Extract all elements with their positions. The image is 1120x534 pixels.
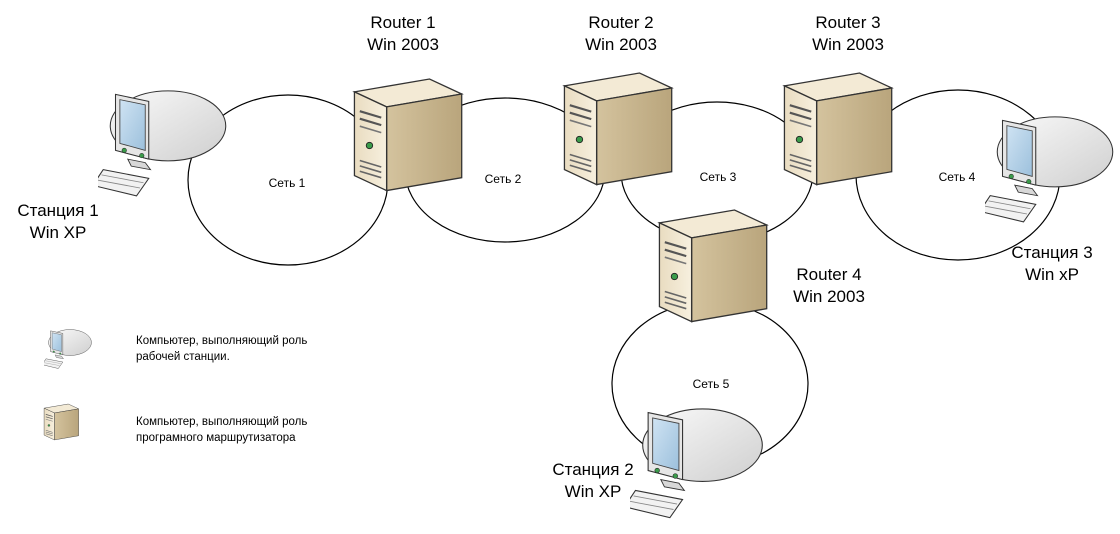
legend-server-icon xyxy=(43,403,80,441)
legend-router-line-2: програмного маршрутизатора xyxy=(136,432,296,444)
router-4-label: Router 4 Win 2003 xyxy=(769,264,889,308)
router-3-os: Win 2003 xyxy=(812,35,884,54)
station-3-workstation-icon xyxy=(985,116,1114,223)
legend-workstation-text: Компьютер, выполняющий роль рабочей стан… xyxy=(136,333,416,365)
legend-workstation-icon xyxy=(44,329,92,369)
station-3-name: Станция 3 xyxy=(1011,243,1093,262)
router-3-server-icon xyxy=(783,72,893,186)
legend-workstation-line-2: рабочей станции. xyxy=(136,351,230,363)
router-4-server-icon xyxy=(658,208,768,323)
station-1-name: Станция 1 xyxy=(17,201,99,220)
station-2-name: Станция 2 xyxy=(552,460,634,479)
station-2-label: Станция 2 Win XP xyxy=(535,459,651,503)
station-1-label: Станция 1 Win XP xyxy=(0,200,116,244)
network-3-label: Сеть 3 xyxy=(699,170,737,184)
legend-router-text: Компьютер, выполняющий роль програмного … xyxy=(136,414,416,446)
router-3-name: Router 3 xyxy=(815,13,881,32)
router-1-os: Win 2003 xyxy=(367,35,439,54)
station-2-os: Win XP xyxy=(564,482,622,501)
legend-workstation-line-1: Компьютер, выполняющий роль xyxy=(136,335,308,347)
network-1-label: Сеть 1 xyxy=(268,176,306,190)
router-1-server-icon xyxy=(353,78,463,192)
router-1-label: Router 1 Win 2003 xyxy=(343,12,463,56)
router-2-name: Router 2 xyxy=(588,13,654,32)
router-2-server-icon xyxy=(563,72,673,186)
network-4-label: Сеть 4 xyxy=(938,170,976,184)
station-3-label: Станция 3 Win xP xyxy=(994,242,1110,286)
router-1-name: Router 1 xyxy=(370,13,436,32)
router-4-os: Win 2003 xyxy=(793,287,865,306)
router-3-label: Router 3 Win 2003 xyxy=(788,12,908,56)
network-5-label: Сеть 5 xyxy=(692,377,730,391)
legend-router-line-1: Компьютер, выполняющий роль xyxy=(136,416,308,428)
station-1-workstation-icon xyxy=(98,90,227,197)
network-2-label: Сеть 2 xyxy=(484,172,522,186)
station-3-os: Win xP xyxy=(1025,265,1079,284)
router-4-name: Router 4 xyxy=(796,265,862,284)
station-1-os: Win XP xyxy=(29,223,87,242)
router-2-os: Win 2003 xyxy=(585,35,657,54)
router-2-label: Router 2 Win 2003 xyxy=(561,12,681,56)
